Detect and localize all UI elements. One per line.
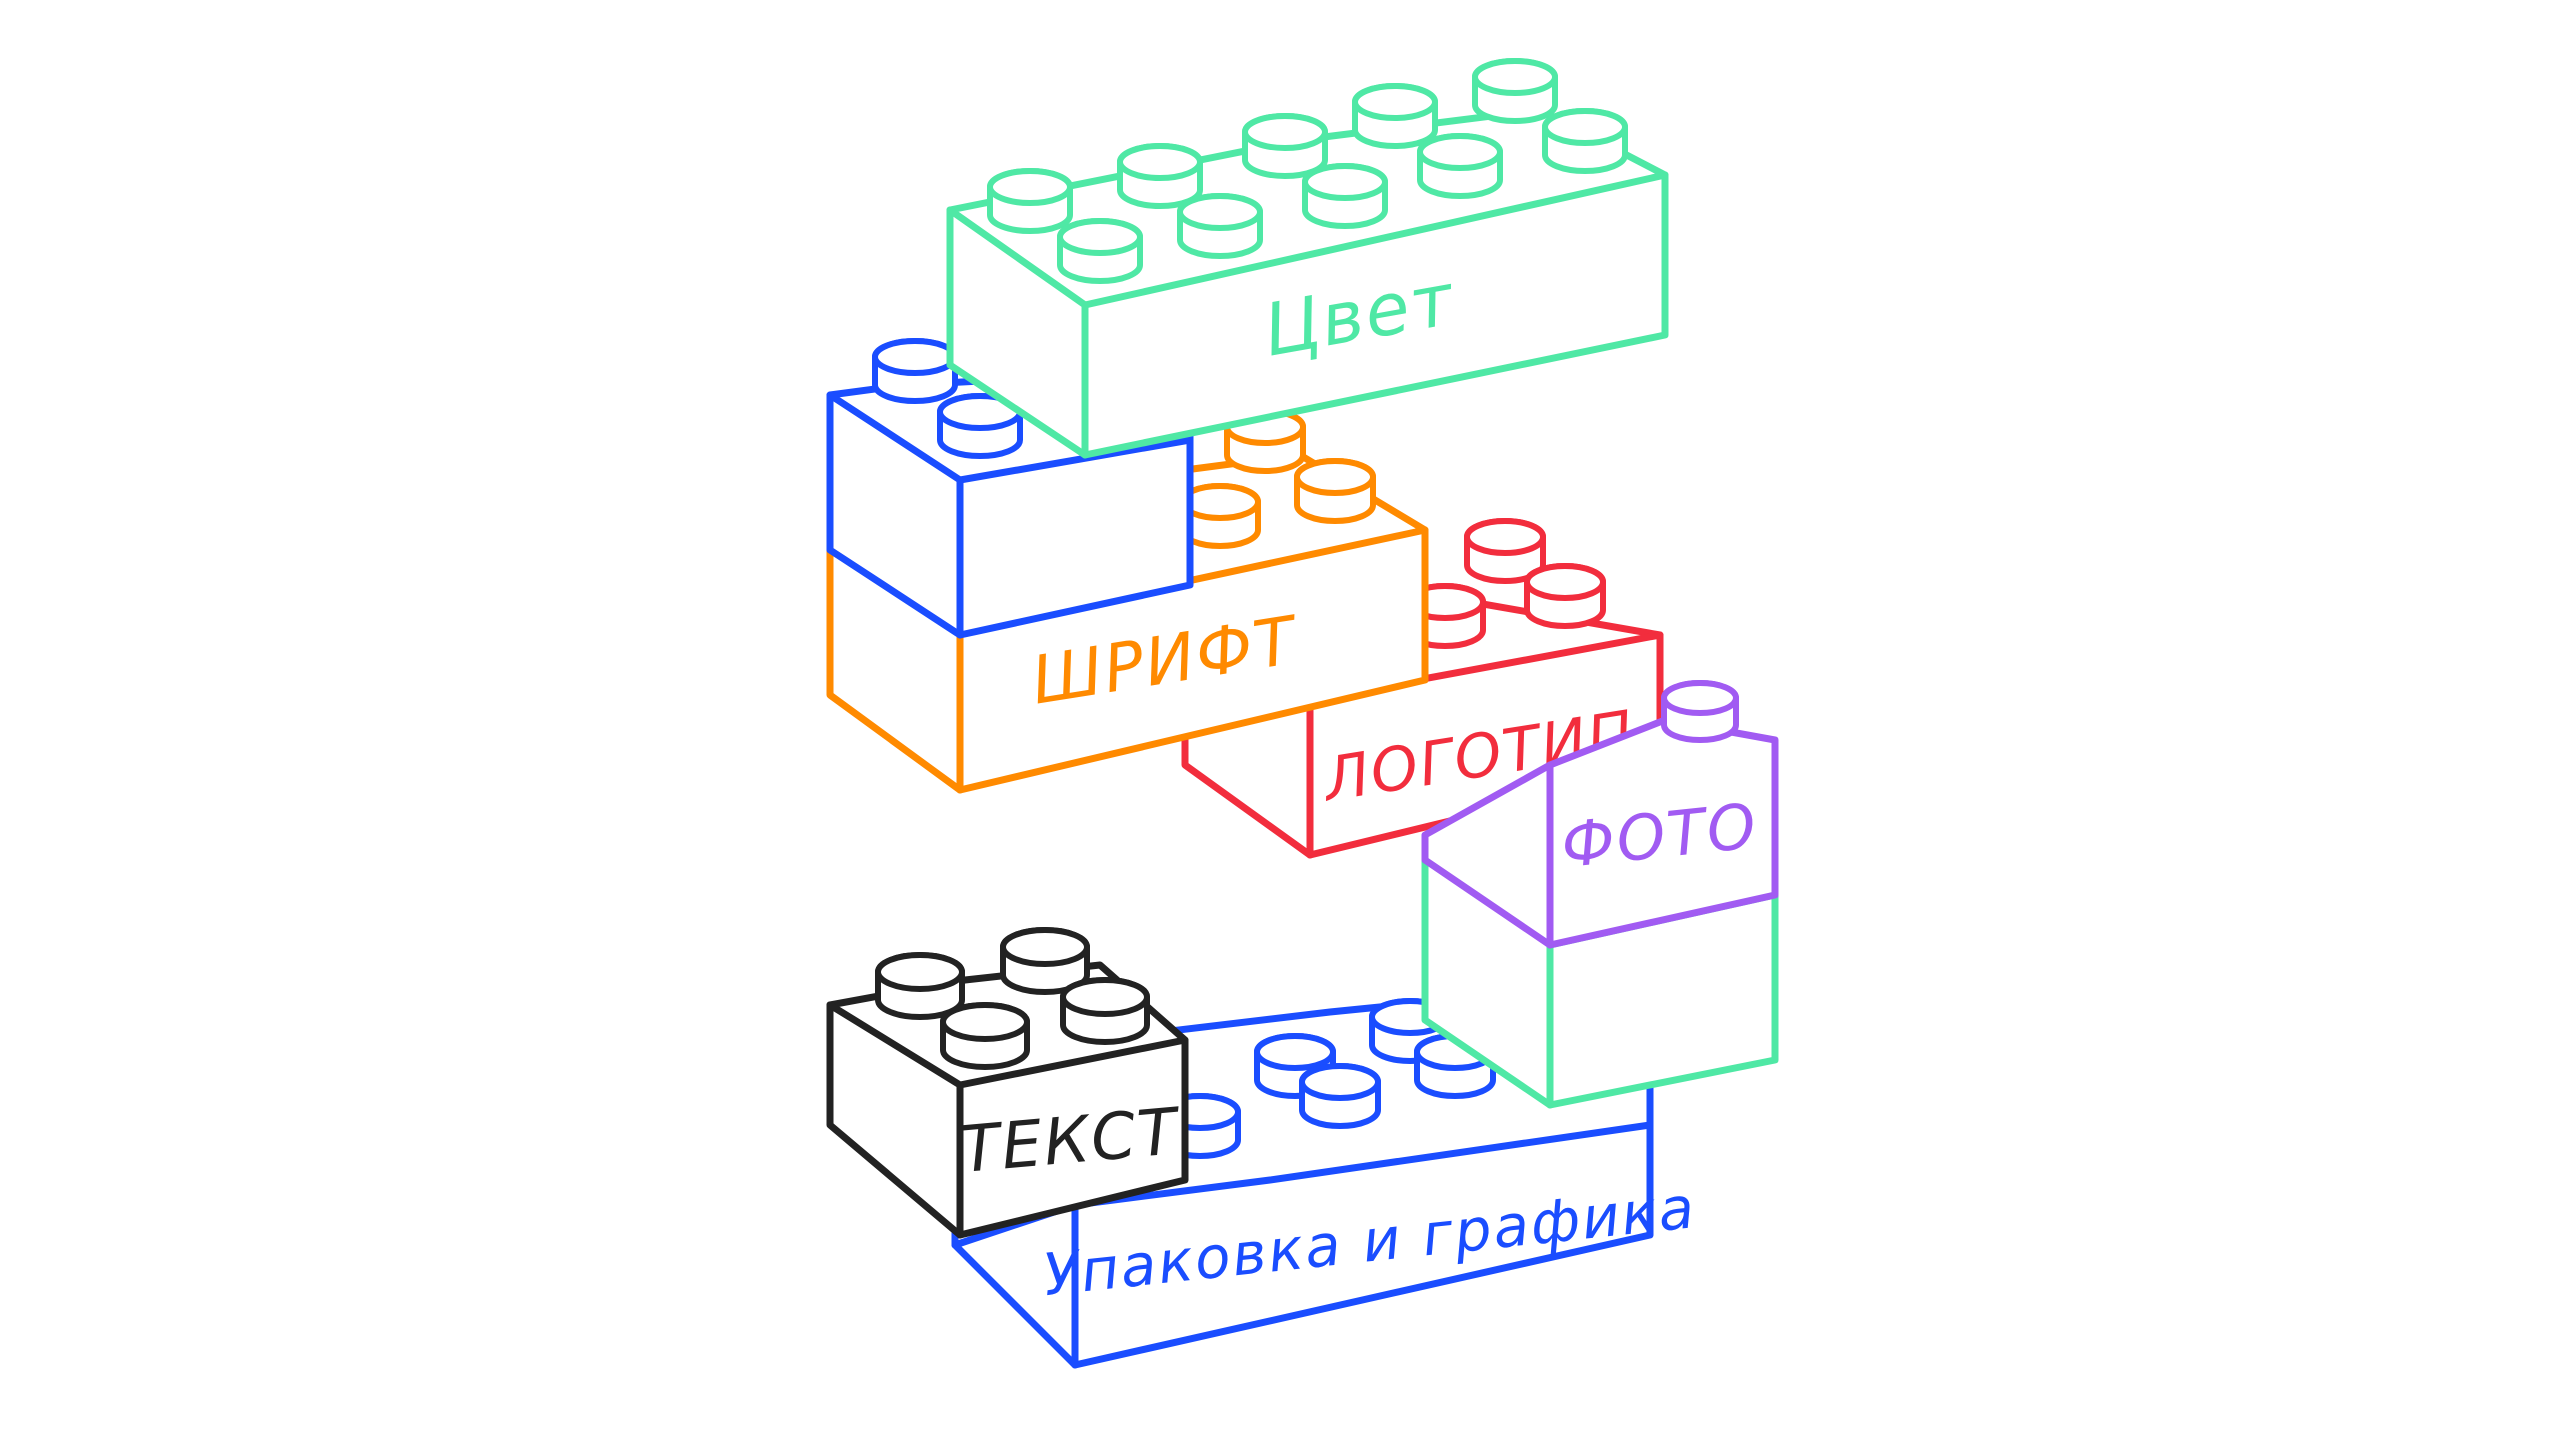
stud <box>872 338 958 404</box>
brick-foto: ФОТО <box>1421 680 1779 949</box>
stud <box>1060 977 1150 1045</box>
stud <box>987 168 1073 234</box>
stud <box>1464 518 1546 584</box>
stud <box>1299 1063 1381 1129</box>
stud <box>1057 218 1143 284</box>
stud <box>1417 133 1503 199</box>
stud <box>1524 563 1606 629</box>
brick-tekst: ТЕКСТ <box>826 927 1189 1239</box>
stud <box>875 952 965 1020</box>
stud <box>1179 483 1261 549</box>
stud <box>1242 113 1328 179</box>
stud <box>1542 108 1628 174</box>
stud <box>1224 408 1306 474</box>
stud <box>1294 458 1376 524</box>
stud <box>1000 927 1090 995</box>
stud <box>1177 193 1263 259</box>
stud <box>940 1002 1030 1070</box>
stud <box>1302 163 1388 229</box>
stud <box>1661 680 1739 743</box>
brick-tsvet: Цвет <box>946 58 1669 459</box>
stud <box>1352 83 1438 149</box>
stud <box>1472 58 1558 124</box>
stud <box>1117 143 1203 209</box>
